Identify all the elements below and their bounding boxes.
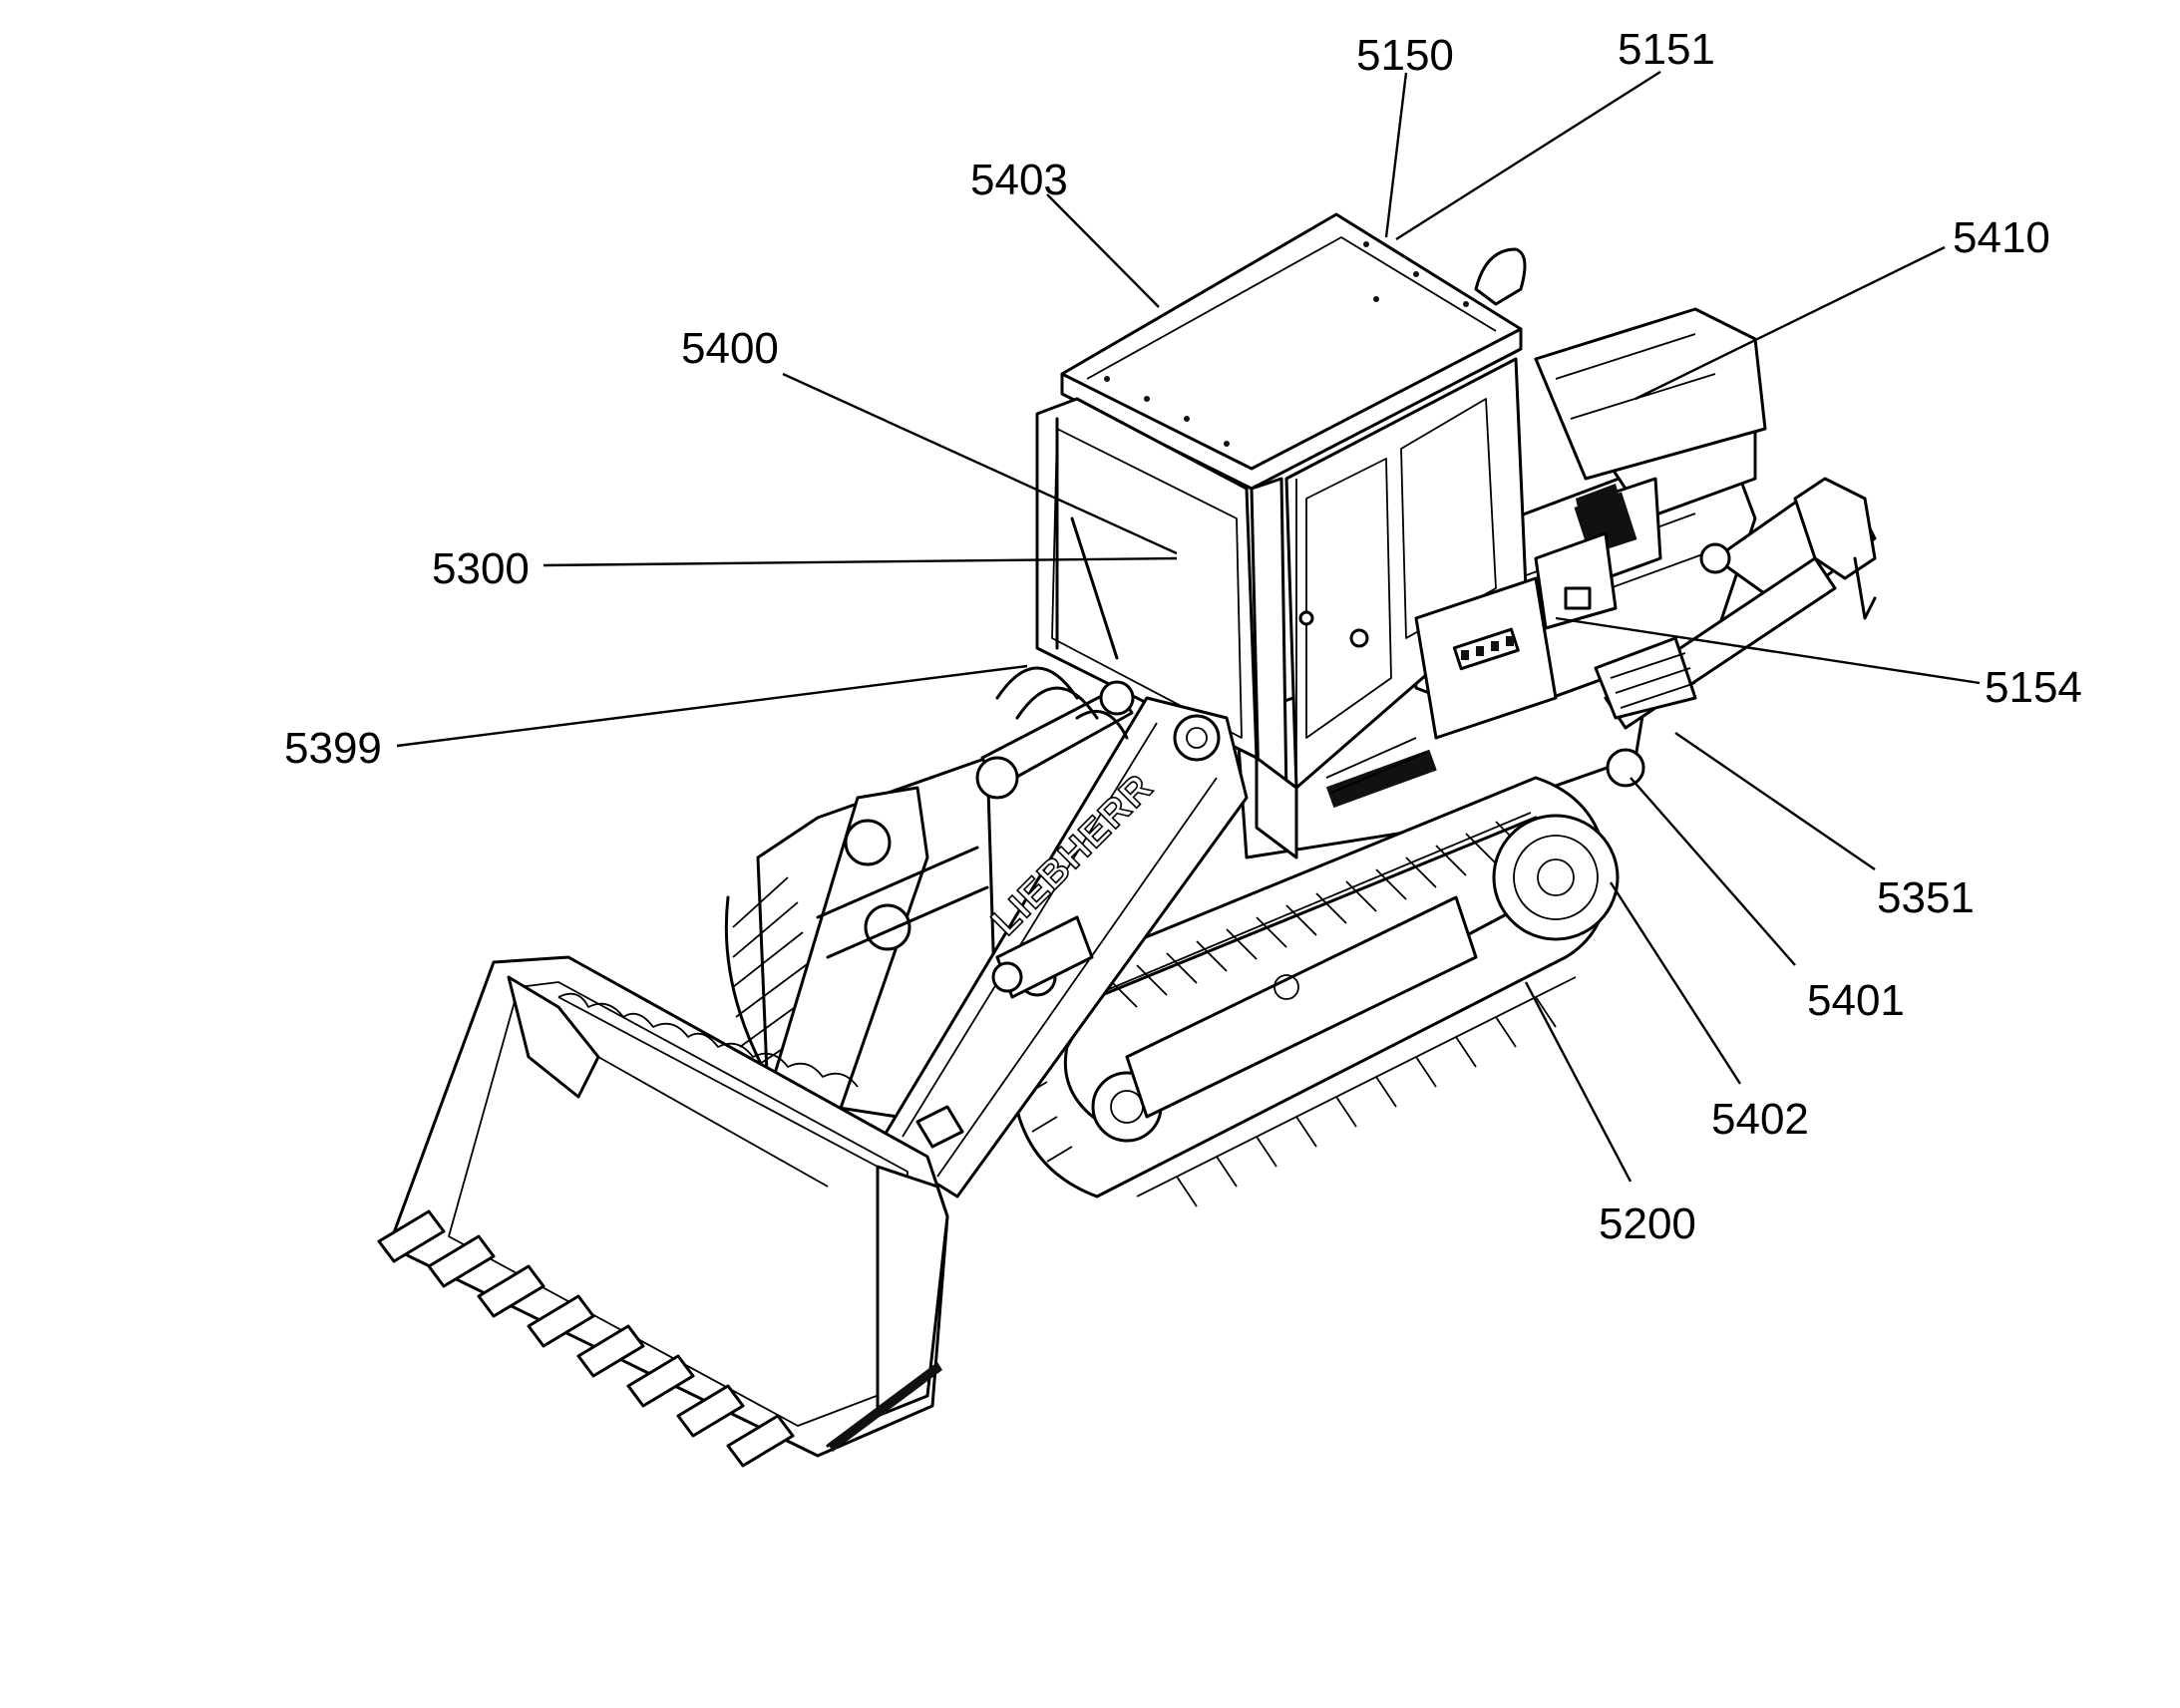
callout-5400: 5400 <box>681 324 779 373</box>
leader-5351 <box>1674 732 1876 870</box>
callout-5403: 5403 <box>970 156 1068 204</box>
callout-5200: 5200 <box>1599 1199 1696 1248</box>
leader-5200 <box>1524 981 1633 1183</box>
callout-5351: 5351 <box>1877 873 1975 922</box>
leader-5402 <box>1609 881 1742 1085</box>
leader-5150 <box>1384 72 1408 238</box>
leader-5410 <box>1635 245 1946 401</box>
crawler-loader-drawing: LIEBHERR <box>377 212 1877 1468</box>
callout-5399: 5399 <box>284 724 382 773</box>
cab <box>1035 212 1618 859</box>
leader-5154 <box>1555 616 1981 685</box>
leader-5401 <box>1630 777 1796 966</box>
callout-5154: 5154 <box>1985 663 2082 712</box>
leader-lines <box>396 70 1981 1183</box>
leader-5399 <box>396 664 1028 748</box>
leader-5403 <box>1046 193 1160 308</box>
callout-5402: 5402 <box>1711 1095 1809 1144</box>
callout-5151: 5151 <box>1618 25 1715 74</box>
leader-5400 <box>782 372 1178 555</box>
callout-5401: 5401 <box>1807 976 1905 1025</box>
callout-5300: 5300 <box>432 544 530 593</box>
callout-labels: 5150 5151 5403 5410 5400 5300 5154 5399 … <box>284 25 2082 1248</box>
callout-5150: 5150 <box>1356 31 1454 80</box>
bucket <box>377 955 964 1468</box>
callout-5410: 5410 <box>1953 213 2050 262</box>
right-track <box>1010 776 1620 1207</box>
leader-5300 <box>543 556 1178 567</box>
leader-5151 <box>1395 70 1661 241</box>
